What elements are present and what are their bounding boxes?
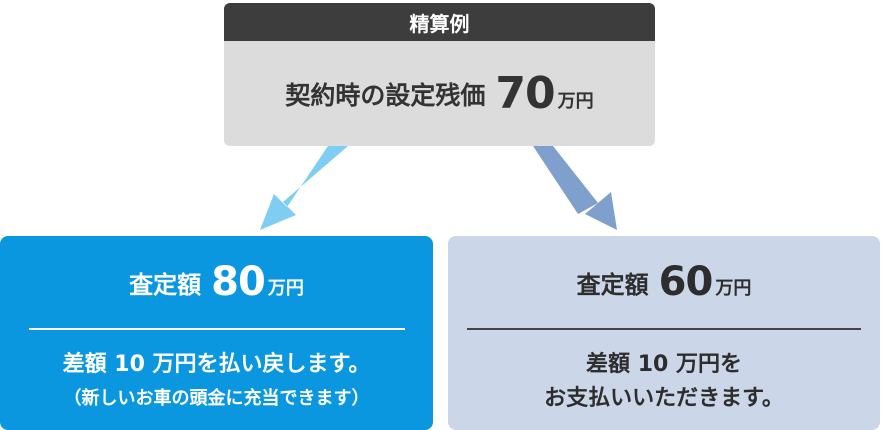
appraisal-unit: 万円	[267, 278, 304, 299]
payment-line-2: お支払いいただきます。	[544, 386, 784, 411]
card-divider	[467, 328, 861, 330]
refund-text: 差額 10 万円を払い戻します。 （新しいお車の頭金に充当できます）	[63, 348, 371, 416]
residual-value-row: 契約時の設定残価 70 万円	[224, 41, 655, 146]
lower-appraisal-title: 査定額 60 万円	[577, 236, 752, 328]
appraisal-amount: 60	[658, 259, 714, 305]
refund-line-1: 差額 10 万円を払い戻します。	[62, 352, 371, 377]
arrow-left-icon	[260, 146, 348, 230]
appraisal-unit: 万円	[715, 278, 752, 299]
appraisal-amount: 80	[211, 259, 266, 305]
settlement-example-title: 精算例	[409, 11, 470, 36]
lower-appraisal-card: 査定額 60 万円 差額 10 万円を お支払いいただきます。	[448, 236, 880, 430]
refund-line-2: （新しいお車の頭金に充当できます）	[63, 388, 370, 409]
card-divider	[28, 328, 405, 330]
higher-appraisal-title: 査定額 80 万円	[129, 236, 304, 328]
residual-value-box: 精算例 契約時の設定残価 70 万円	[224, 3, 655, 146]
appraisal-label: 査定額	[129, 270, 202, 299]
residual-value-label: 契約時の設定残価	[285, 80, 486, 110]
appraisal-label: 査定額	[576, 270, 649, 299]
residual-value-amount: 70	[495, 68, 555, 119]
settlement-example-header: 精算例	[224, 3, 655, 41]
residual-value-unit: 万円	[557, 90, 594, 112]
payment-line-1: 差額 10 万円を	[586, 352, 742, 377]
payment-text: 差額 10 万円を お支払いいただきます。	[544, 348, 784, 416]
higher-appraisal-card: 査定額 80 万円 差額 10 万円を払い戻します。 （新しいお車の頭金に充当で…	[0, 236, 433, 430]
arrow-right-icon	[533, 146, 617, 230]
